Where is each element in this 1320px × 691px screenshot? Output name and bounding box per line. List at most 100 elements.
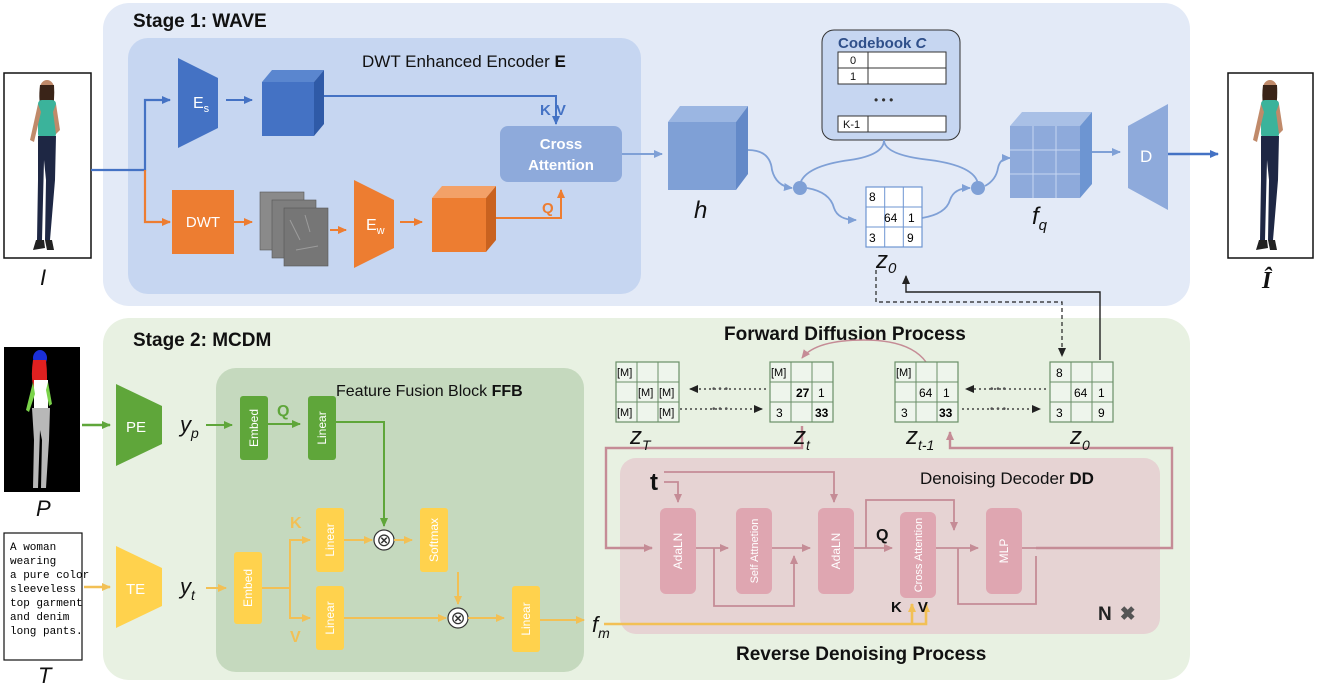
grid-zt-1: [M] 64 1 3 33 — [894, 361, 959, 423]
output-label-I-hat: Î — [1261, 267, 1273, 294]
linear-k-label: Linear — [323, 523, 337, 556]
linear-out-label: Linear — [519, 602, 533, 635]
solid-z0-back-to-top — [902, 275, 1101, 360]
mlp-block — [986, 508, 1022, 594]
zt1-cell-6: 3 — [901, 406, 908, 420]
codebook-dots: • • • — [874, 93, 893, 107]
prompt-line-6: and denim — [10, 612, 70, 624]
fq-label: fq — [1032, 203, 1048, 234]
grid-zt: [M] 27 1 3 33 — [769, 361, 834, 423]
adaln-2-label: AdaLN — [829, 533, 843, 570]
svg-text:Es: Es — [193, 95, 210, 115]
linear-v — [316, 586, 344, 650]
encoder-panel — [128, 38, 641, 294]
pose-segmentation-figure — [26, 350, 52, 488]
z0-top-cell-0: 8 — [869, 190, 876, 204]
zT-cell-4: [M] — [638, 387, 653, 399]
embed-yellow — [234, 552, 262, 624]
adaln-1-label: AdaLN — [671, 533, 685, 570]
forward-diffusion-title: Forward Diffusion Process — [724, 324, 966, 345]
dashed-z0-to-forward — [875, 270, 1066, 357]
z0b-cell-6: 3 — [1056, 406, 1063, 420]
arrow-input-to-es — [91, 96, 171, 172]
otimes-1-symbol: ⊗ — [376, 530, 391, 550]
linear-green-label: Linear — [315, 411, 329, 444]
adaln-1 — [660, 508, 696, 594]
input-label-I: I — [40, 265, 46, 290]
svg-text:Ew: Ew — [366, 217, 385, 237]
h-label: h — [694, 197, 707, 224]
link-codebook-left — [799, 139, 885, 185]
z0-top-cell-8: 9 — [907, 231, 914, 245]
t-timestep-label: t — [650, 469, 658, 496]
wavelet-subbands — [259, 191, 329, 267]
dwt-label: DWT — [186, 214, 220, 231]
zt-cell-8: 33 — [815, 406, 829, 420]
adaln-2 — [818, 508, 854, 594]
linear-k — [316, 508, 344, 572]
arrow-cube-to-kv — [324, 95, 560, 125]
arrow-ew-cube-to-q — [496, 189, 565, 219]
prompt-line-1: A woman — [10, 542, 57, 554]
arrow-linear-green-to-otimes — [336, 421, 388, 527]
q-green-label: Q — [277, 403, 289, 420]
h-latent-cube — [668, 106, 748, 190]
text-prompt-box — [3, 532, 83, 661]
link-h-to-node — [747, 149, 793, 191]
t-to-adaln2 — [664, 471, 838, 503]
prompt-line-5: top garment — [10, 598, 83, 610]
dots-zt1-z0: • • • — [990, 404, 1007, 415]
linear-green — [308, 396, 336, 460]
codebook-title: Codebook C — [838, 35, 928, 52]
fm-label: fm — [592, 612, 610, 641]
z0-top-cell-6: 3 — [869, 231, 876, 245]
zt-1-label: zt-1 — [905, 423, 934, 453]
grid-z0-bottom: 8 64 1 3 9 — [1049, 361, 1114, 423]
encoder-title: DWT Enhanced Encoder E — [362, 52, 566, 71]
merge-node-left — [793, 181, 807, 195]
codebook-row-1: 1 — [850, 71, 856, 83]
woman-figure-input — [30, 80, 60, 250]
grid-zT: [M] [M] [M] [M] [M] — [615, 361, 680, 423]
loop-dd-to-zt1 — [946, 431, 1174, 550]
z0b-cell-0: 8 — [1056, 366, 1063, 380]
text-encoder-te — [116, 546, 162, 628]
prompt-line-7: long pants. — [10, 626, 83, 638]
merge-node-right — [971, 181, 985, 195]
v-yellow-label: V — [290, 629, 301, 646]
prompt-line-4: sleeveless — [10, 584, 77, 596]
k-yellow-label: K — [290, 515, 302, 532]
z0b-cell-4: 64 — [1074, 386, 1088, 400]
q-dd-label: Q — [876, 527, 888, 544]
stage2-title: Stage 2: MCDM — [133, 330, 271, 351]
zT-cell-7: [M] — [659, 407, 674, 419]
zT-label: zT — [629, 423, 652, 453]
text-prompt-content: A woman wearing a pure color sleeveless … — [10, 541, 89, 639]
dots-z0-zt1: • • • — [990, 384, 1007, 395]
decoder-label: D — [1140, 147, 1152, 166]
reverse-denoising-title: Reverse Denoising Process — [736, 644, 986, 665]
zt-cell-0: [M] — [771, 367, 786, 379]
zt1-cell-0: [M] — [896, 367, 911, 379]
t-to-adaln1 — [664, 481, 682, 503]
z0-top-label: z0 — [875, 247, 897, 277]
zt-cell-5: 1 — [818, 386, 825, 400]
zt-label: zt — [793, 423, 811, 453]
arc-zt1-to-zt — [801, 339, 927, 363]
dots-zt-zT: • • • — [712, 384, 729, 395]
q-orange-label: Q — [542, 200, 554, 217]
z0-top-cell-4: 64 — [884, 211, 898, 225]
residual-3 — [957, 548, 1037, 605]
dots-zT-zt: • • • — [712, 404, 729, 415]
dwt-block — [172, 190, 234, 254]
embed-green — [240, 396, 268, 460]
stage1-title: Stage 1: WAVE — [133, 11, 267, 32]
dd-title: Denoising Decoder DD — [920, 469, 1094, 488]
loop-zt-into-dd — [604, 426, 804, 552]
es-feature-cube — [262, 70, 324, 136]
embed-green-label: Embed — [247, 409, 261, 447]
link-node-to-z0 — [806, 187, 857, 224]
